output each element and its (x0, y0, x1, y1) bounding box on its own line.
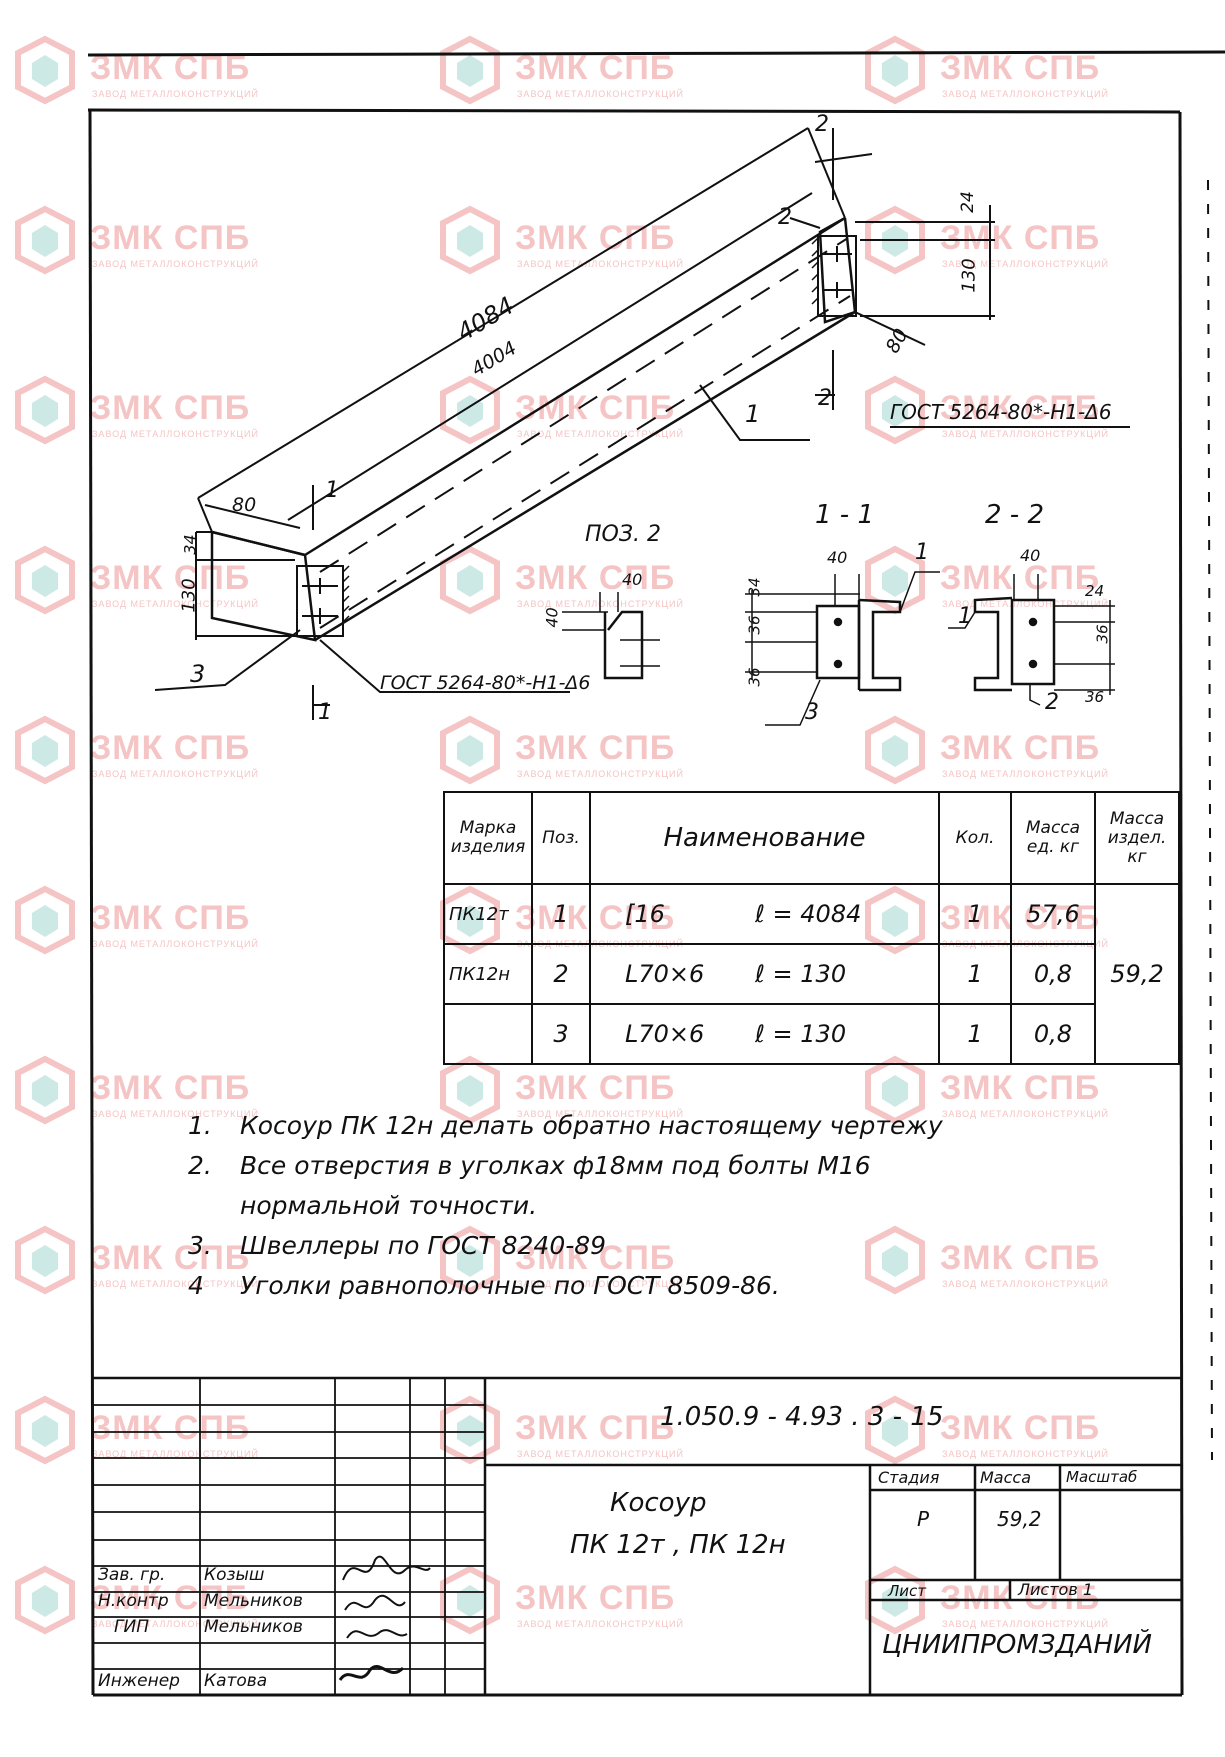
note-item: 2.Все отверстия в уголках ф18мм под болт… (188, 1151, 871, 1180)
note-item: 1.Косоур ПК 12н делать обратно настоящем… (188, 1111, 943, 1140)
dim-24-right: 24 (957, 191, 978, 213)
table-row: ПК12т 1 [16 ℓ = 4084 1 57,6 59,2 (443, 883, 1180, 1065)
header-mass-item: Масса издел. кг (1094, 791, 1180, 885)
section-2-2-dim-36a: 36 (1093, 624, 1112, 644)
section-mark-2-bottom: 2 (818, 386, 832, 411)
part-title-line1: Косоур (610, 1488, 707, 1518)
item-mass: 59,2 (1094, 883, 1180, 1065)
row-mark (443, 1003, 533, 1065)
row-profile: L70×6 (625, 960, 705, 988)
organization-name: ЦНИИПРОМЗДАНИЙ (882, 1630, 1152, 1660)
header-pos: Поз. (531, 791, 591, 885)
table-row: ПК12н 2 L70×6 ℓ = 130 1 0,8 (443, 943, 1179, 1005)
stamp-role: Зав. гр. (98, 1565, 166, 1585)
row-length: ℓ = 130 (755, 1020, 847, 1048)
stamp-role: Инженер (98, 1671, 180, 1691)
general-notes: 1.Косоур ПК 12н делать обратно настоящем… (188, 1106, 1148, 1306)
row-qty: 1 (938, 1003, 1012, 1065)
section-1-1-drawing (745, 571, 940, 726)
dimension-lines (154, 127, 1130, 720)
header-mark: Марка изделия (443, 791, 533, 885)
header-mass-unit: Масса ед. кг (1010, 791, 1096, 885)
sheets-label: Листов 1 (1018, 1580, 1094, 1599)
pos2-dim-40b: 40 (542, 607, 562, 628)
section-1-1-dim-36a: 36 (745, 615, 764, 635)
part-title-line2: ПК 12т , ПК 12н (570, 1530, 786, 1560)
stamp-role: ГИП (114, 1617, 149, 1637)
drawing-frame (87, 50, 1225, 1697)
stamp-frame (93, 1376, 1182, 1695)
dim-80-left: 80 (232, 494, 257, 516)
row-qty: 1 (938, 943, 1012, 1005)
section-1-1-pos1: 1 (915, 540, 929, 565)
weld-hatching (342, 237, 819, 623)
row-mass: 57,6 (1010, 883, 1096, 945)
row-name: L70×6 ℓ = 130 (589, 943, 940, 1005)
scale-label: Масштаб (1066, 1468, 1138, 1486)
dim-34-left: 34 (180, 534, 200, 555)
pos-label-1: 1 (745, 400, 761, 428)
stamp-name: Мельников (204, 1617, 303, 1637)
row-pos: 3 (531, 1003, 591, 1065)
stage-label: Стадия (878, 1468, 940, 1487)
section-1-1-dim-36b: 36 (745, 667, 764, 687)
section-1-1-pos3: 3 (805, 700, 819, 725)
mass-value: 59,2 (997, 1507, 1042, 1531)
section-1-1-title: 1 - 1 (815, 500, 874, 530)
dim-130-right: 130 (958, 258, 980, 293)
stamp-name: Мельников (204, 1591, 303, 1611)
row-length: ℓ = 130 (755, 960, 847, 988)
row-name: [16 ℓ = 4084 (589, 883, 940, 945)
note-item: нормальной точности. (240, 1191, 538, 1220)
section-mark-1-bottom: 1 (318, 700, 332, 725)
document-code: 1.050.9 - 4.93 . 3 - 15 (660, 1402, 944, 1432)
dim-130-left: 130 (178, 578, 200, 613)
stamp-name: Козыш (204, 1565, 265, 1585)
note-item: 3.Швеллеры по ГОСТ 8240-89 (188, 1231, 607, 1260)
header-name: Наименование (589, 791, 940, 885)
stage-value: Р (917, 1507, 930, 1531)
row-name: L70×6 ℓ = 130 (589, 1003, 940, 1065)
stamp-role: Н.контр (98, 1591, 169, 1611)
row-mass: 0,8 (1010, 1003, 1096, 1065)
section-mark-1-top: 1 (325, 478, 339, 503)
row-mark: ПК12т (443, 883, 533, 945)
sheet-label: Лист (888, 1582, 927, 1600)
row-profile: [16 (625, 900, 665, 928)
table-row: 3 L70×6 ℓ = 130 1 0,8 (443, 1003, 1179, 1065)
table-header-row: Марка изделия Поз. Наименование Кол. Мас… (443, 791, 1180, 885)
signatures (338, 1555, 431, 1681)
section-2-2-title: 2 - 2 (985, 500, 1044, 530)
pos2-dim-40a: 40 (622, 570, 643, 589)
row-mark: ПК12н (443, 943, 533, 1005)
section-1-1-dim-34: 34 (745, 577, 764, 597)
section-2-2-dim-36b: 36 (1085, 688, 1105, 706)
weld-note-bottom: ГОСТ 5264-80*-Н1-Δ6 (380, 672, 591, 694)
pos2-detail (562, 592, 660, 680)
pos-label-3: 3 (190, 660, 206, 688)
row-length: ℓ = 4084 (755, 900, 862, 928)
section-2-2-pos2: 2 (1045, 690, 1059, 715)
row-profile: L70×6 (625, 1020, 705, 1048)
section-mark-2-top: 2 (815, 112, 829, 137)
section-1-1-dim-40: 40 (827, 548, 848, 567)
mass-label: Масса (980, 1468, 1032, 1487)
stamp-name: Катова (204, 1671, 268, 1691)
section-2-2-dim-40: 40 (1020, 546, 1041, 565)
specification-table: Марка изделия Поз. Наименование Кол. Мас… (443, 791, 1180, 1065)
section-2-2-drawing (833, 574, 1115, 706)
row-pos: 2 (531, 943, 591, 1005)
pos-label-2: 2 (778, 205, 792, 230)
weld-note-top: ГОСТ 5264-80*-Н1-Δ6 (890, 400, 1112, 424)
row-qty: 1 (938, 883, 1012, 945)
header-qty: Кол. (938, 791, 1012, 885)
bolt-marks (302, 246, 852, 624)
section-2-2-dim-24: 24 (1085, 582, 1105, 600)
row-mass: 0,8 (1010, 943, 1096, 1005)
pos2-title: ПОЗ. 2 (585, 522, 661, 547)
row-pos: 1 (531, 883, 591, 945)
section-2-2-pos1: 1 (958, 604, 972, 629)
